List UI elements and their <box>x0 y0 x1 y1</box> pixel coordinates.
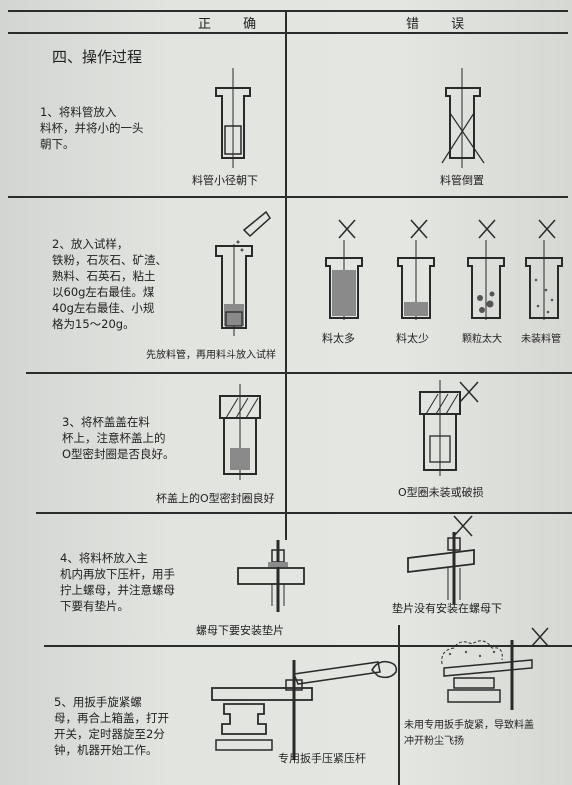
large-particle-cup-icon <box>467 240 505 320</box>
header-correct: 正 确 <box>198 17 271 32</box>
section-title: 四、操作过程 <box>52 48 143 66</box>
step-4-wrong-caption: 垫片没有安装在螺母下 <box>392 602 502 615</box>
step-2-wrong-caption-4: 未装料管 <box>521 334 561 345</box>
step-5-instruction: 5、用扳手旋紧螺 母，再合上箱盖，打开 开关，定时器旋至2分 钟，机器开始工作。 <box>54 695 169 757</box>
funnel-pipe-diagram-icon <box>215 210 271 336</box>
row-divider-1 <box>8 196 568 198</box>
nut-no-washer-diagram-icon <box>407 532 475 604</box>
no-pipe-cup-icon <box>525 240 563 320</box>
pipe-cup-diagram-icon <box>215 68 251 168</box>
step-1-wrong-caption: 料管倒置 <box>440 174 484 187</box>
step-4-instruction: 4、将料杯放入主 机内再放下压杆，用手 拧上螺母，并注意螺母 下要有垫片。 <box>60 551 175 613</box>
step-1-correct-caption: 料管小径朝下 <box>192 174 258 187</box>
step-5-wrong-caption: 未用专用扳手旋紧，导致料盖 冲开粉尘飞扬 <box>404 720 534 747</box>
step-2-wrong-caption-1: 料太多 <box>322 332 355 345</box>
step-2-correct-caption: 先放料管，再用料斗放入试样 <box>146 350 276 361</box>
header-top-rule <box>8 10 568 12</box>
step-3-correct-caption: 杯盖上的O型密封圈良好 <box>156 492 275 505</box>
too-much-cup-icon <box>325 240 363 320</box>
inverted-pipe-diagram-icon <box>441 68 485 168</box>
header-bottom-rule <box>8 32 568 34</box>
row-divider-2 <box>26 372 572 374</box>
wrench-lever-diagram-icon <box>211 660 381 760</box>
dust-cloud-icon <box>441 640 533 710</box>
cross-mark-icon <box>538 219 556 239</box>
row-divider-3 <box>36 512 572 514</box>
step-2-wrong-caption-3: 颗粒太大 <box>462 334 502 345</box>
step-2-instruction: 2、放入试样， 铁粉，石灰石、矿渣、 熟料、石英石，粘土 以60g左右最佳。煤 … <box>52 237 167 331</box>
nut-washer-diagram-icon <box>237 540 305 612</box>
step-2-wrong-caption-2: 料太少 <box>396 332 429 345</box>
step-1-instruction: 1、将料管放入 料杯，并将小的一头 朝下。 <box>40 105 144 151</box>
step-4-correct-caption: 螺母下要安装垫片 <box>196 624 284 637</box>
too-little-cup-icon <box>397 240 435 320</box>
step-3-wrong-caption: O型圈未装或破损 <box>398 486 484 499</box>
step-5-correct-caption: 专用扳手压紧压杆 <box>278 752 366 765</box>
lid-cup-broken-icon <box>419 380 461 476</box>
hand-icon <box>371 660 398 679</box>
cross-mark-icon <box>531 627 549 647</box>
header-wrong: 错 误 <box>406 17 479 32</box>
column-divider-lower <box>398 625 400 785</box>
cross-mark-icon <box>478 219 496 239</box>
cross-mark-icon <box>459 381 479 403</box>
cross-mark-icon <box>410 219 428 239</box>
step-3-instruction: 3、将杯盖盖在料 杯上，注意杯盖上的 O型密封圈是否良好。 <box>62 415 175 461</box>
cross-mark-icon <box>453 515 473 537</box>
lid-cup-diagram-icon <box>219 384 261 480</box>
cross-mark-icon <box>338 219 356 239</box>
row-divider-4 <box>44 645 572 647</box>
column-divider <box>285 10 287 540</box>
